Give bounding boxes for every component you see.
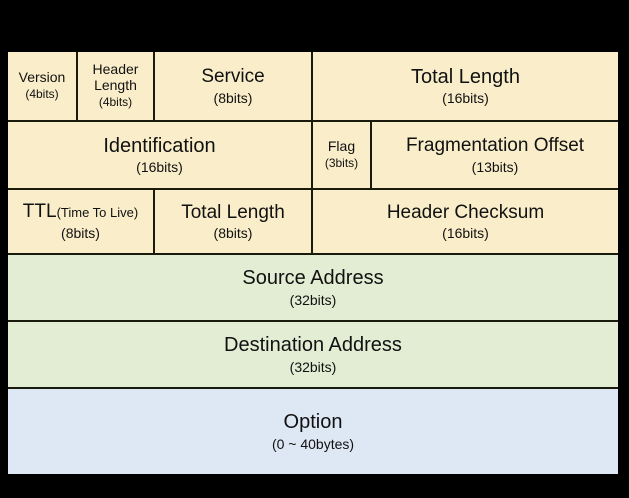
- field-header-checksum-size: (16bits): [442, 225, 489, 242]
- field-fragmentation-offset: Fragmentation Offset (13bits): [372, 122, 618, 188]
- field-total-length-2: Total Length (8bits): [155, 190, 313, 253]
- field-destination-address-label: Destination Address: [224, 334, 402, 357]
- field-header-length: Header Length (4bits): [78, 52, 155, 120]
- field-ttl: TTL (Time To Live) (8bits): [8, 190, 155, 253]
- field-ttl-label-note: (Time To Live): [56, 205, 139, 221]
- field-ttl-label: TTL: [22, 201, 57, 223]
- field-flag-label: Flag: [327, 138, 356, 155]
- field-total-length-2-label: Total Length: [181, 201, 285, 223]
- field-identification: Identification (16bits): [8, 122, 313, 188]
- field-source-address-label: Source Address: [242, 267, 384, 290]
- field-version: Version (4bits): [8, 52, 78, 120]
- field-option-label: Option: [283, 411, 343, 434]
- field-total-length-label: Total Length: [411, 65, 520, 88]
- field-option-size: (0 ~ 40bytes): [271, 435, 355, 452]
- field-total-length-size: (16bits): [442, 90, 489, 107]
- field-service-size: (8bits): [213, 89, 253, 106]
- field-ttl-label-line: TTL (Time To Live): [23, 201, 138, 223]
- field-header-checksum: Header Checksum (16bits): [313, 190, 618, 253]
- field-fragmentation-offset-size: (13bits): [471, 158, 519, 175]
- field-identification-label: Identification: [103, 134, 216, 157]
- field-header-length-label-line1: Header: [92, 61, 139, 78]
- field-destination-address-size: (32bits): [289, 358, 337, 375]
- field-service-label: Service: [201, 66, 265, 88]
- field-option: Option (0 ~ 40bytes): [8, 389, 618, 474]
- field-destination-address: Destination Address (32bits): [8, 322, 618, 387]
- field-fragmentation-offset-label: Fragmentation Offset: [405, 135, 585, 157]
- field-header-checksum-label: Header Checksum: [386, 201, 545, 223]
- field-header-length-label-line2: Length: [94, 77, 137, 94]
- field-total-length-2-size: (8bits): [213, 225, 253, 242]
- header-row-3: TTL (Time To Live) (8bits) Total Length …: [8, 190, 618, 255]
- field-version-size: (4bits): [25, 86, 59, 101]
- field-source-address-size: (32bits): [289, 291, 337, 308]
- field-flag-size: (3bits): [324, 155, 359, 170]
- field-header-length-size: (4bits): [98, 94, 133, 109]
- field-total-length: Total Length (16bits): [313, 52, 618, 120]
- field-version-label: Version: [18, 69, 66, 86]
- header-row-5: Destination Address (32bits): [8, 322, 618, 389]
- header-row-1: Version (4bits) Header Length (4bits) Se…: [8, 52, 618, 122]
- field-source-address: Source Address (32bits): [8, 255, 618, 320]
- field-ttl-size: (8bits): [61, 225, 100, 242]
- field-flag: Flag (3bits): [313, 122, 372, 188]
- header-row-4: Source Address (32bits): [8, 255, 618, 322]
- header-row-2: Identification (16bits) Flag (3bits) Fra…: [8, 122, 618, 190]
- header-row-6: Option (0 ~ 40bytes): [8, 389, 618, 474]
- ipv4-header-table: Version (4bits) Header Length (4bits) Se…: [8, 52, 618, 476]
- field-service: Service (8bits): [155, 52, 313, 120]
- field-identification-size: (16bits): [136, 159, 183, 176]
